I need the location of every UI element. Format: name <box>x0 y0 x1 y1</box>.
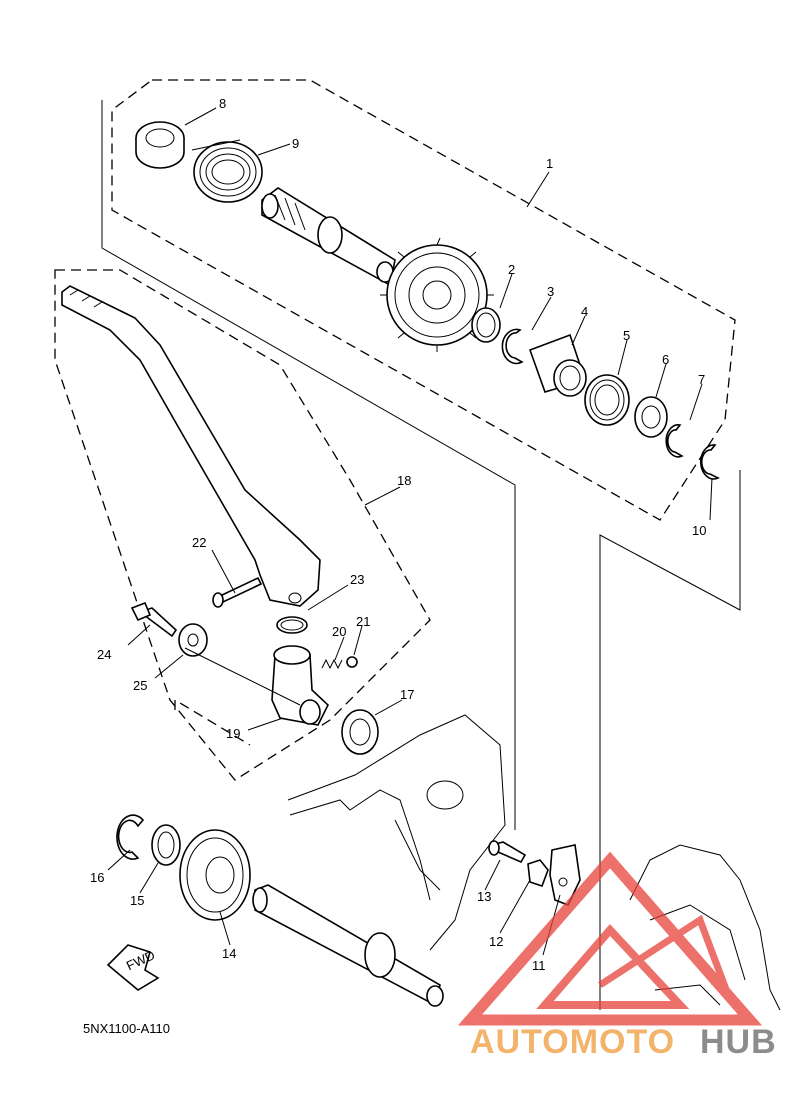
callout-1: 1 <box>546 156 553 171</box>
callout-5: 5 <box>623 328 630 343</box>
part-bolt-24 <box>130 601 178 638</box>
part-washer-6 <box>634 396 668 438</box>
callout-23: 23 <box>350 572 364 587</box>
group-1-outline <box>111 79 736 521</box>
callout-18: 18 <box>397 473 411 488</box>
callout-11: 11 <box>532 958 546 973</box>
part-oil-seal-17 <box>341 709 379 755</box>
callout-21: 21 <box>356 614 370 629</box>
callout-4: 4 <box>581 304 588 319</box>
callout-9: 9 <box>292 136 299 151</box>
part-spring-20 <box>321 658 343 670</box>
callout-numbers: 1 2 3 4 5 6 7 8 9 10 11 12 13 14 15 16 1… <box>90 96 706 973</box>
part-collar <box>135 121 185 169</box>
part-idle-gear-14 <box>179 829 251 921</box>
group-1-bracket <box>101 100 516 830</box>
part-kick-gear <box>380 237 494 352</box>
part-bolt-13 <box>488 840 527 864</box>
part-circlip-7 <box>665 424 684 458</box>
part-circlip-3 <box>501 328 524 365</box>
part-washer-25 <box>178 623 208 657</box>
part-boss-19 <box>271 645 329 726</box>
engine-housing <box>629 844 781 1011</box>
callout-24: 24 <box>97 647 111 662</box>
watermark-logo <box>457 851 763 1026</box>
callout-19: 19 <box>226 726 240 741</box>
callout-14: 14 <box>222 946 236 961</box>
group-18-inner-outline <box>174 698 251 746</box>
callout-6: 6 <box>662 352 669 367</box>
bracket-right <box>599 470 741 1010</box>
watermark-text-secondary: HUB <box>700 1023 777 1061</box>
leader-lines <box>107 107 713 956</box>
callout-10: 10 <box>692 523 706 538</box>
part-washer-2 <box>471 307 501 343</box>
callout-16: 16 <box>90 870 104 885</box>
part-bolt-22 <box>212 576 263 608</box>
part-washer-15 <box>151 824 181 866</box>
callout-13: 13 <box>477 889 491 904</box>
crankcase-outline <box>287 714 506 951</box>
part-ball-21 <box>346 656 358 668</box>
callout-17: 17 <box>400 687 414 702</box>
callout-8: 8 <box>219 96 226 111</box>
part-spring-5 <box>584 374 630 426</box>
watermark-text-primary: AUTOMOTO <box>470 1023 675 1061</box>
part-ratchet <box>528 333 587 397</box>
part-circlip-16 <box>116 814 145 860</box>
group-18-outline <box>54 269 431 781</box>
part-circlip-10 <box>700 444 720 480</box>
part-kick-shaft <box>261 187 396 287</box>
fwd-arrow: FWD <box>106 944 160 991</box>
callout-2: 2 <box>508 262 515 277</box>
callout-25: 25 <box>133 678 147 693</box>
callout-12: 12 <box>489 934 503 949</box>
callout-22: 22 <box>192 535 206 550</box>
diagram-code: 5NX1100-A110 <box>83 1021 170 1036</box>
callout-15: 15 <box>130 893 144 908</box>
callout-20: 20 <box>332 624 346 639</box>
part-torsion-spring <box>191 139 263 203</box>
callout-7: 7 <box>698 372 705 387</box>
part-plate-12 <box>527 859 549 888</box>
part-main-shaft <box>252 884 444 1007</box>
part-kick-crank <box>61 285 321 607</box>
callout-3: 3 <box>547 284 554 299</box>
